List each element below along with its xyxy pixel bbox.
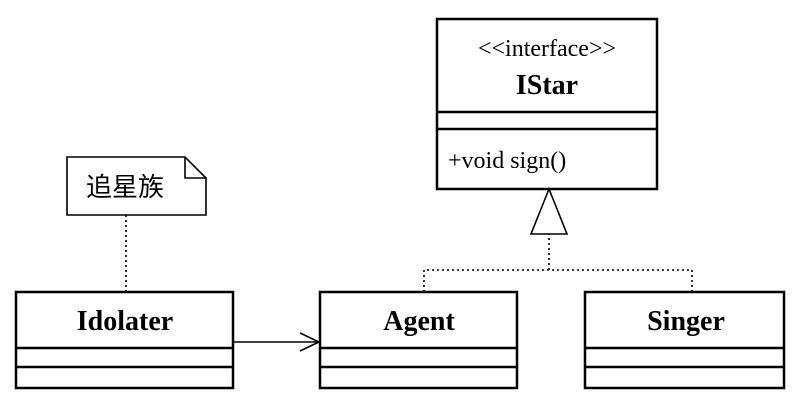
idolater-class-name: Idolater	[77, 306, 173, 337]
association-arrowhead-icon	[299, 332, 321, 352]
idolater-class[interactable]: Idolater	[14, 290, 235, 390]
agent-class-name: Agent	[383, 306, 455, 337]
note-folded-corner	[184, 157, 206, 179]
idolater-note[interactable]: 追星族	[66, 156, 207, 216]
istar-interface-class[interactable]: <<interface>> IStar +void sign()	[435, 17, 659, 191]
association-idolater-agent	[233, 332, 321, 352]
agent-class-box	[318, 290, 519, 390]
istar-stereotype: <<interface>>	[478, 36, 616, 62]
realization-branch-line	[423, 269, 693, 292]
agent-class[interactable]: Agent	[318, 290, 519, 390]
istar-operation-sign: +void sign()	[448, 148, 566, 174]
istar-class-box	[435, 17, 659, 191]
note-shape	[66, 156, 207, 216]
singer-class-box	[583, 290, 786, 390]
istar-class-name: IStar	[516, 70, 578, 101]
realization-triangle-icon	[529, 186, 569, 235]
realization-connector	[423, 186, 693, 292]
singer-class-name: Singer	[647, 306, 725, 337]
singer-class[interactable]: Singer	[583, 290, 786, 390]
idolater-class-box	[14, 290, 235, 390]
note-text: 追星族	[86, 173, 164, 203]
